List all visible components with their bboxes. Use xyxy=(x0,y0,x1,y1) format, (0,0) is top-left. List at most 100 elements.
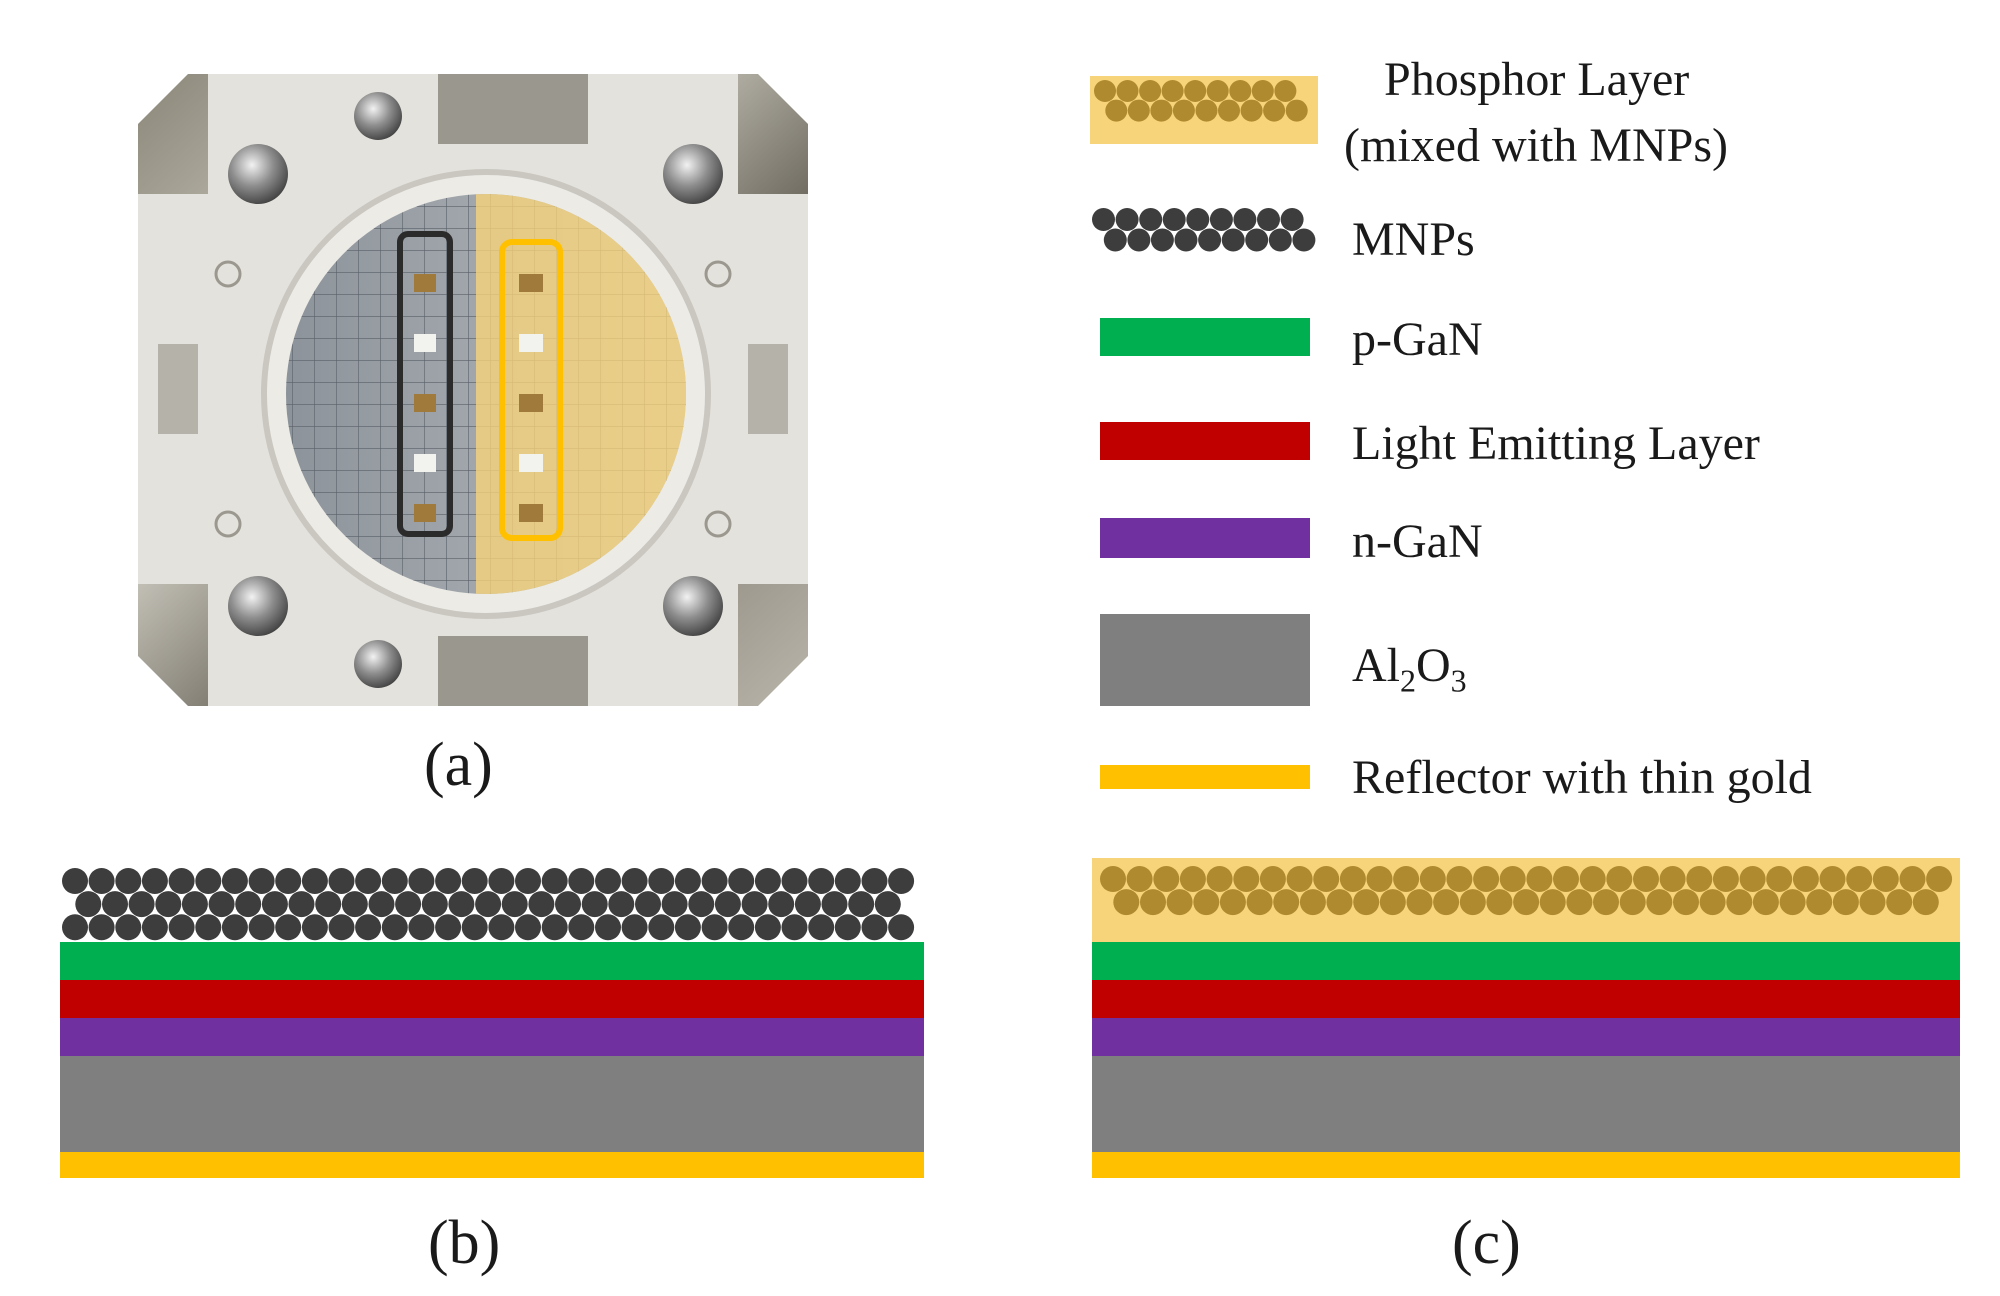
particle xyxy=(581,891,608,918)
particle xyxy=(701,914,728,941)
panel-label-a: (a) xyxy=(424,731,493,799)
particle xyxy=(475,891,502,918)
particle xyxy=(1116,80,1139,102)
particle xyxy=(1872,866,1899,892)
particle xyxy=(141,914,168,941)
reflector-layer-c xyxy=(1092,1152,1960,1178)
particle xyxy=(408,914,435,941)
particle xyxy=(1299,889,1326,916)
particle xyxy=(1379,889,1406,916)
particle xyxy=(1221,228,1245,252)
particle xyxy=(674,868,701,894)
particle xyxy=(1268,228,1292,252)
particle xyxy=(568,868,595,894)
particle xyxy=(768,891,795,918)
particle xyxy=(1162,208,1186,231)
particle xyxy=(595,868,621,894)
particle xyxy=(62,914,88,941)
particle xyxy=(1105,99,1128,122)
particle xyxy=(461,914,488,941)
particle xyxy=(1886,889,1913,916)
particle xyxy=(168,868,195,894)
particle xyxy=(355,868,382,894)
particle xyxy=(1313,866,1340,892)
particle xyxy=(488,914,515,941)
particle xyxy=(861,868,888,894)
particle xyxy=(714,891,741,918)
particle xyxy=(1806,889,1833,916)
particle xyxy=(1251,80,1274,102)
particle xyxy=(301,914,328,941)
particle xyxy=(1209,208,1233,231)
particle xyxy=(1633,866,1659,892)
particle xyxy=(781,914,808,941)
particle xyxy=(1186,208,1210,231)
particle xyxy=(1832,889,1859,916)
al2o3-layer-b xyxy=(60,1056,924,1152)
particle xyxy=(874,891,901,918)
particle xyxy=(1150,99,1173,122)
reflector-legend-label: Reflector with thin gold xyxy=(1352,751,1812,804)
particle xyxy=(421,891,448,918)
particle xyxy=(1393,866,1420,892)
particle xyxy=(1406,889,1433,916)
particle xyxy=(515,914,541,941)
particle xyxy=(1339,866,1366,892)
particle xyxy=(1899,866,1926,892)
particle xyxy=(1126,866,1153,892)
particle xyxy=(1219,889,1246,916)
particle xyxy=(1127,228,1151,252)
particle xyxy=(1257,208,1280,231)
layer-stack-b xyxy=(60,866,924,1178)
particle xyxy=(1094,80,1116,102)
particle xyxy=(1280,208,1304,231)
particle xyxy=(848,891,875,918)
particle xyxy=(1184,80,1207,102)
particle xyxy=(1739,866,1766,892)
particle xyxy=(75,891,102,918)
particle xyxy=(555,891,581,918)
mnps-legend-label: MNPs xyxy=(1352,213,1475,266)
particle xyxy=(834,914,861,941)
particle xyxy=(515,868,541,894)
phosphor-legend-label-line2: (mixed with MNPs) xyxy=(1344,119,1728,172)
al2o3-sub-2: 2 xyxy=(1400,662,1416,699)
particle xyxy=(1263,99,1286,122)
particle xyxy=(1473,866,1500,892)
particle xyxy=(1233,866,1260,892)
particle xyxy=(1659,866,1686,892)
particle xyxy=(1792,866,1819,892)
n-gan-legend-label: n-GaN xyxy=(1352,515,1483,568)
particle xyxy=(1513,889,1540,916)
particle xyxy=(1726,889,1753,916)
light-emitting-layer-b xyxy=(60,980,924,1018)
particle xyxy=(1846,866,1873,892)
particle xyxy=(275,868,302,894)
particle xyxy=(1161,80,1184,102)
particle xyxy=(1285,99,1308,122)
particle xyxy=(688,891,715,918)
particle xyxy=(115,868,142,894)
particle xyxy=(1499,866,1526,892)
particle xyxy=(1259,866,1286,892)
particle xyxy=(741,891,768,918)
particle xyxy=(701,868,728,894)
p-gan-layer-b xyxy=(60,942,924,980)
particle xyxy=(1926,866,1953,892)
phosphor-layer-c xyxy=(1092,858,1960,942)
particle xyxy=(541,914,568,941)
light-emitting-legend-label: Light Emitting Layer xyxy=(1352,417,1760,470)
particle xyxy=(1459,889,1486,916)
mnps-layer-b xyxy=(62,868,915,941)
particle xyxy=(328,914,355,941)
particle xyxy=(301,868,328,894)
particle xyxy=(648,868,675,894)
particle xyxy=(1174,228,1198,252)
particle xyxy=(261,891,288,918)
particle xyxy=(1326,889,1353,916)
particle xyxy=(1286,866,1313,892)
particle xyxy=(1193,889,1220,916)
particle xyxy=(1539,889,1566,916)
particle xyxy=(208,891,235,918)
particle xyxy=(1486,889,1513,916)
